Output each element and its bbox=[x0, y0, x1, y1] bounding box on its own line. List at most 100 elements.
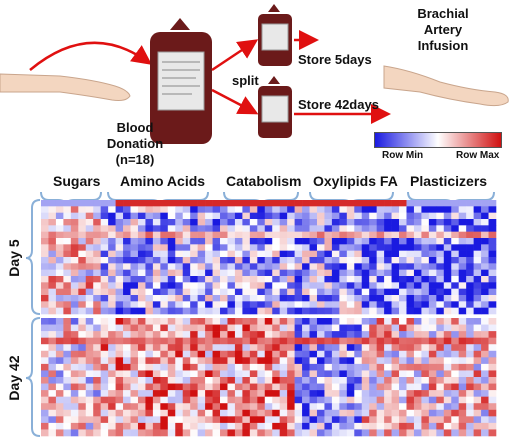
heatmap-cell bbox=[234, 350, 243, 358]
day-separator bbox=[41, 315, 496, 318]
heatmap-cell bbox=[264, 370, 273, 378]
heatmap-cell bbox=[376, 357, 385, 365]
heatmap-cell bbox=[115, 231, 124, 239]
heatmap-cell bbox=[443, 263, 452, 270]
heatmap-cell bbox=[264, 225, 273, 232]
heatmap-cell bbox=[264, 350, 273, 358]
heatmap-cell bbox=[376, 288, 385, 296]
heatmap-cell bbox=[205, 403, 213, 411]
heatmap-cell bbox=[443, 363, 452, 371]
heatmap-cell bbox=[264, 416, 273, 424]
heatmap-cell bbox=[175, 276, 184, 283]
heatmap-cell bbox=[376, 396, 385, 404]
heatmap-cell bbox=[473, 307, 482, 315]
heatmap-cell bbox=[413, 225, 422, 232]
heatmap-cell bbox=[197, 409, 206, 417]
heatmap-cell bbox=[41, 231, 49, 239]
heatmap-cell bbox=[421, 212, 430, 220]
heatmap-cell bbox=[413, 429, 422, 437]
heatmap-cell bbox=[212, 344, 221, 352]
heatmap-cell bbox=[63, 206, 72, 213]
heatmap-cell bbox=[78, 331, 87, 338]
heatmap-cell bbox=[85, 206, 94, 213]
heatmap-cell bbox=[48, 250, 57, 258]
heatmap-cell bbox=[78, 422, 87, 430]
heatmap-cell bbox=[227, 416, 236, 424]
heatmap-cell bbox=[316, 219, 325, 226]
heatmap-cell bbox=[458, 257, 467, 264]
heatmap-cell bbox=[428, 363, 437, 371]
heatmap-cell bbox=[302, 409, 310, 417]
heatmap-cell bbox=[108, 422, 116, 430]
heatmap-cell bbox=[331, 363, 340, 371]
heatmap-cell bbox=[272, 200, 280, 207]
heatmap-cell bbox=[302, 231, 310, 239]
heatmap-cell bbox=[316, 370, 325, 378]
heatmap-cell bbox=[279, 344, 288, 352]
heatmap-cell bbox=[316, 244, 325, 251]
heatmap-cell bbox=[413, 257, 422, 264]
heatmap-cell bbox=[272, 212, 280, 220]
heatmap-cell bbox=[287, 324, 295, 332]
heatmap-cell bbox=[436, 370, 445, 378]
heatmap-cell bbox=[197, 263, 206, 270]
heatmap-cell bbox=[197, 416, 206, 424]
heatmap-cell bbox=[331, 331, 340, 338]
heatmap-cell bbox=[324, 337, 333, 345]
heatmap-cell bbox=[369, 357, 377, 365]
heatmap-cell bbox=[257, 276, 266, 283]
heatmap-cell bbox=[63, 357, 72, 365]
heatmap-cell bbox=[108, 383, 116, 391]
heatmap-cell bbox=[331, 429, 340, 437]
heatmap-cell bbox=[70, 282, 79, 289]
heatmap-cell bbox=[137, 344, 146, 352]
heatmap-cell bbox=[197, 244, 206, 251]
heatmap-cell bbox=[264, 324, 273, 332]
heatmap-cell bbox=[369, 363, 377, 371]
heatmap-cell bbox=[108, 350, 116, 358]
heatmap-cell bbox=[443, 288, 452, 296]
heatmap-cell bbox=[205, 282, 213, 289]
heatmap-cell bbox=[354, 363, 363, 371]
heatmap-cell bbox=[249, 390, 258, 397]
heatmap-cell bbox=[152, 206, 161, 213]
heatmap-cell bbox=[369, 416, 377, 424]
heatmap-cell bbox=[41, 383, 49, 391]
heatmap-cell bbox=[130, 383, 139, 391]
heatmap-cell bbox=[145, 269, 154, 277]
heatmap-cell bbox=[384, 344, 392, 352]
heatmap-cell bbox=[316, 363, 325, 371]
heatmap-cell bbox=[212, 429, 221, 437]
heatmap-cell bbox=[167, 244, 176, 251]
heatmap-cell bbox=[481, 324, 489, 332]
heatmap-cell bbox=[190, 350, 198, 358]
heatmap-cell bbox=[302, 206, 310, 213]
heatmap-cell bbox=[220, 269, 228, 277]
heatmap-cell bbox=[242, 301, 251, 308]
heatmap-cell bbox=[399, 331, 407, 338]
heatmap-cell bbox=[451, 282, 460, 289]
heatmap-cell bbox=[346, 409, 355, 417]
heatmap-cell bbox=[100, 318, 109, 325]
heatmap-cell bbox=[93, 409, 101, 417]
heatmap-cell bbox=[346, 383, 355, 391]
heatmap-cell bbox=[346, 396, 355, 404]
heatmap-cell bbox=[436, 331, 445, 338]
heatmap-cell bbox=[354, 276, 363, 283]
heatmap-cell bbox=[384, 363, 392, 371]
heatmap-cell bbox=[466, 250, 474, 258]
heatmap-cell bbox=[108, 250, 116, 258]
heatmap-cell bbox=[55, 370, 64, 378]
heatmap-cell bbox=[41, 344, 49, 352]
heatmap-cell bbox=[354, 396, 363, 404]
heatmap-cell bbox=[55, 350, 64, 358]
heatmap-cell bbox=[451, 344, 460, 352]
heatmap-cell bbox=[197, 429, 206, 437]
category-label-sugars: Sugars bbox=[53, 173, 101, 189]
heatmap-cell bbox=[197, 318, 206, 325]
heatmap-cell bbox=[167, 307, 176, 315]
heatmap-cell bbox=[443, 269, 452, 277]
heatmap-cell bbox=[175, 357, 184, 365]
heatmap-cell bbox=[93, 212, 101, 220]
heatmap-cell bbox=[160, 403, 169, 411]
